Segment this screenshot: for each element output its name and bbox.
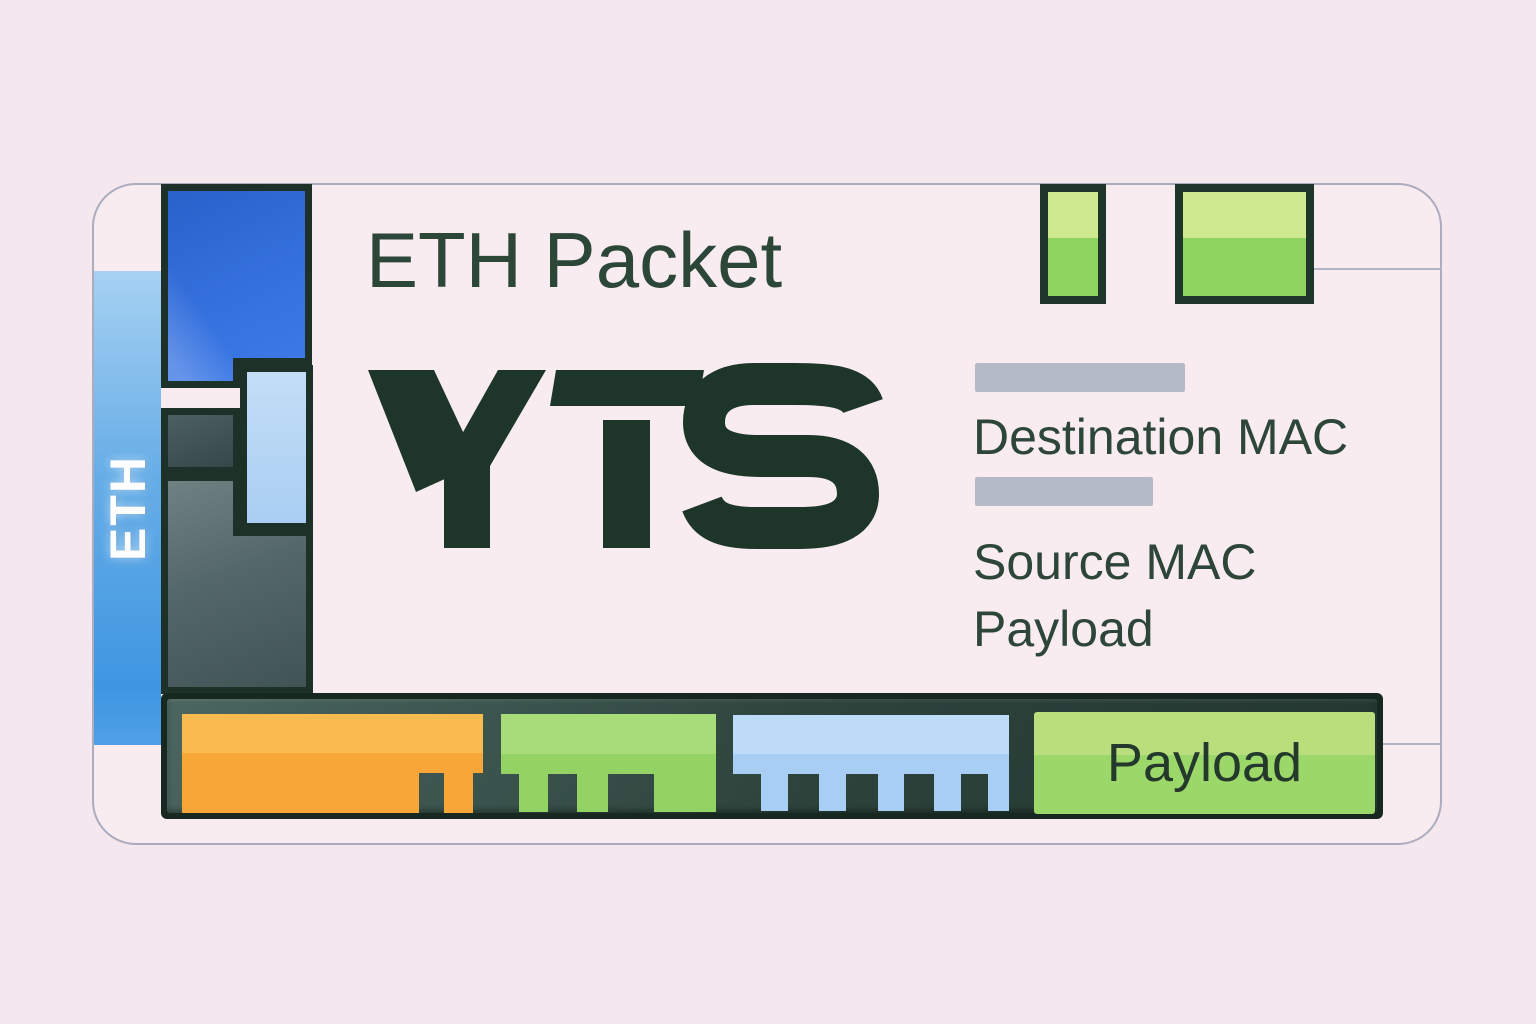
- page-title: ETH Packet: [366, 216, 783, 304]
- logo-letter-y-stem: [444, 370, 546, 548]
- blue-field-block: [733, 715, 1009, 811]
- gray-block-upper: [161, 408, 240, 474]
- light-blue-block: [240, 365, 313, 530]
- packet-field-bar: Payload: [161, 693, 1383, 819]
- green-block-large: [1175, 184, 1314, 304]
- legend-bar-destination: [975, 363, 1185, 392]
- eth-tab: ETH: [94, 271, 161, 745]
- card-inner-line-top: [1313, 268, 1442, 270]
- logo-letter-t-bar: [550, 370, 704, 406]
- legend-label-destination-mac: Destination MAC: [973, 409, 1349, 465]
- green-block-small: [1040, 184, 1106, 304]
- logo-letter-t-stem: [603, 420, 650, 548]
- payload-field-block: Payload: [1034, 712, 1375, 814]
- legend-label-payload: Payload: [973, 601, 1154, 657]
- orange-field-block: [182, 714, 483, 813]
- blue-block-fill: [168, 191, 305, 381]
- packet-field-bar-inner: Payload: [167, 699, 1377, 814]
- eth-tab-label: ETH: [99, 455, 156, 561]
- logo-letter-s: [682, 363, 883, 549]
- payload-field-label: Payload: [1106, 733, 1303, 793]
- green-field-block: [501, 714, 716, 812]
- yts-logo: [368, 363, 883, 549]
- legend-bar-source: [975, 477, 1153, 506]
- card-inner-line-bottom: [1383, 743, 1442, 745]
- blue-block: [161, 184, 312, 388]
- legend-label-source-mac: Source MAC: [973, 534, 1257, 590]
